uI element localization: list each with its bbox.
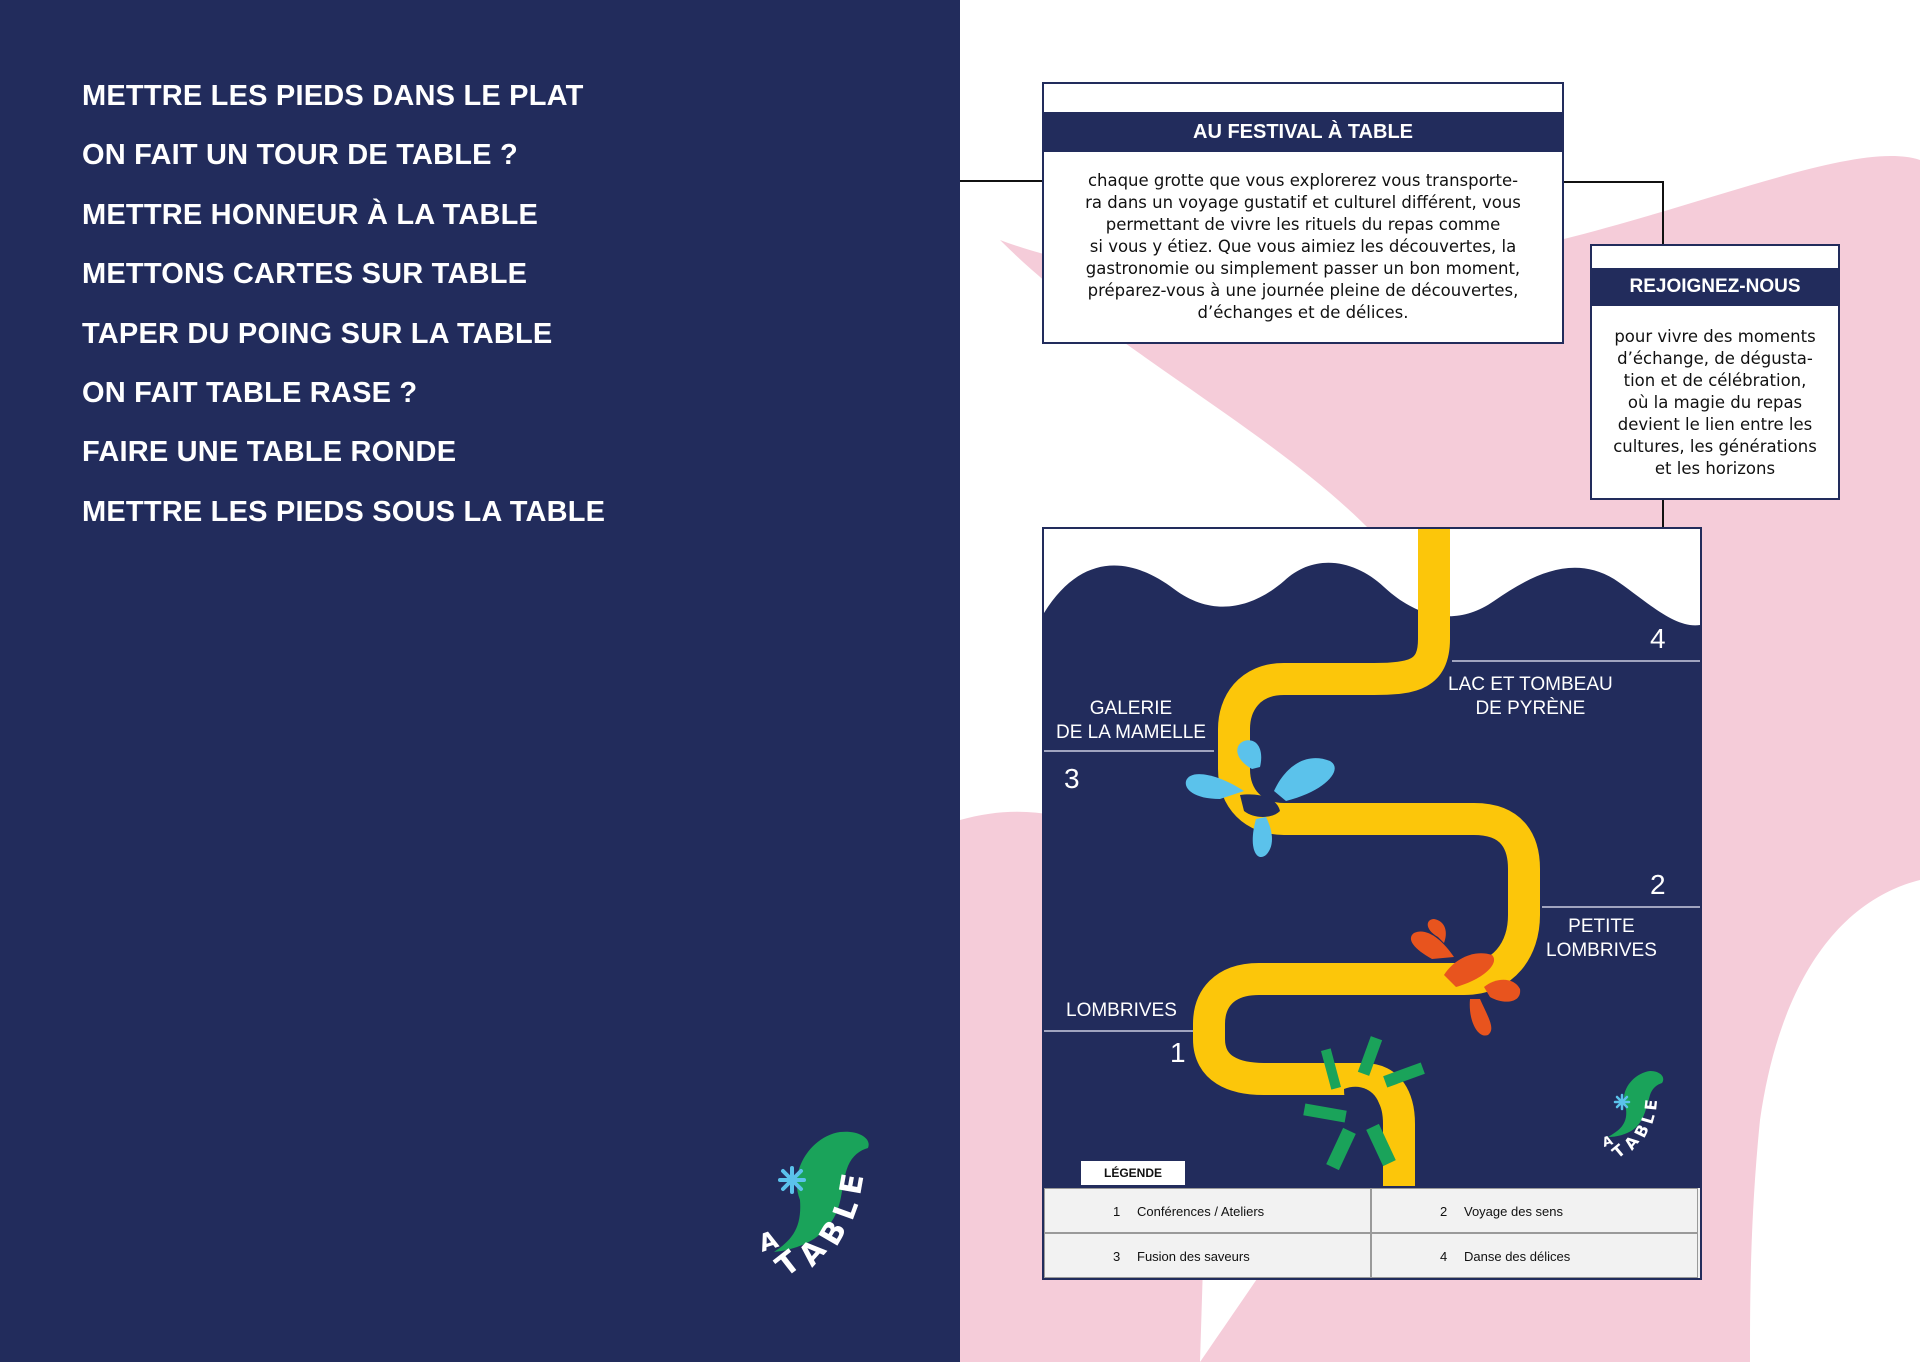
festival-text-line: ra dans un voyage gustatif et culturel d… [1085, 193, 1521, 212]
cave-number-2: 2 [1650, 869, 1666, 900]
cave-map: A T A B L E 4 LAC ET TOMBEAU DE PYRÈNE G… [1042, 527, 1702, 1280]
expression-item: ON FAIT TABLE RASE ? [82, 376, 418, 409]
conference-flower-icon [1303, 1036, 1425, 1171]
connector-line [1662, 181, 1664, 245]
cave-label-3: GALERIE DE LA MAMELLE [1056, 698, 1206, 743]
expression-item: METTRE LES PIEDS SOUS LA TABLE [82, 495, 606, 528]
cave-number-1: 1 [1170, 1037, 1186, 1068]
fusion-flower-icon [1185, 740, 1335, 858]
festival-box-text: chaque grotte que vous explorerez vous t… [1044, 170, 1562, 324]
legend-table: 1 Conférences / Ateliers 2 Voyage des se… [1044, 1188, 1700, 1278]
join-text-line: où la magie du repas [1627, 393, 1803, 412]
cave-label-2: PETITE LOMBRIVES [1546, 916, 1657, 961]
join-text-line: et les horizons [1654, 459, 1776, 478]
cave-number-3: 3 [1064, 763, 1080, 794]
legend-item: 2 Voyage des sens [1371, 1188, 1698, 1233]
join-box-title: REJOIGNEZ-NOUS [1592, 268, 1838, 306]
a-table-logo-icon: A T A B L E [755, 1131, 871, 1284]
cave-map-illustration: A T A B L E [1044, 529, 1700, 1278]
expression-item: METTONS CARTES SUR TABLE [82, 258, 528, 291]
join-text-line: devient le lien entre les [1617, 415, 1813, 434]
join-text-line: pour vivre des moments [1614, 327, 1816, 346]
festival-text-line: permettant de vivre les rituels du repas… [1105, 215, 1501, 234]
legend-item: 4 Danse des délices [1371, 1233, 1698, 1278]
svg-text:L: L [1638, 1111, 1659, 1126]
cave-number-4: 4 [1650, 623, 1666, 654]
join-us-box: REJOIGNEZ-NOUS pour vivre des moments d’… [1590, 244, 1840, 500]
join-text-line: d’échange, de dégusta- [1617, 349, 1813, 368]
legend-item: 3 Fusion des saveurs [1044, 1233, 1371, 1278]
connector-line [1662, 498, 1664, 529]
cave-label-1: LOMBRIVES [1066, 1000, 1177, 1021]
join-text-line: cultures, les générations [1613, 437, 1817, 456]
festival-info-box: AU FESTIVAL À TABLE chaque grotte que vo… [1042, 82, 1564, 344]
expression-item: METTRE LES PIEDS DANS LE PLAT [82, 80, 584, 112]
expressions-list: METTRE LES PIEDS DANS LE PLAT ON FAIT UN… [82, 76, 605, 551]
connector-line [1562, 181, 1664, 183]
svg-text:E: E [1641, 1099, 1661, 1112]
cave-label-4: LAC ET TOMBEAU DE PYRÈNE [1448, 674, 1613, 719]
senses-flower-icon [1410, 919, 1521, 1036]
festival-text-line: chaque grotte que vous explorerez vous t… [1087, 171, 1519, 190]
expression-item: TAPER DU POING SUR LA TABLE [82, 317, 553, 350]
left-panel: METTRE LES PIEDS DANS LE PLAT ON FAIT UN… [0, 0, 960, 1362]
svg-text:A: A [1601, 1133, 1615, 1150]
expression-item: FAIRE UNE TABLE RONDE [82, 436, 457, 469]
join-text-line: tion et de célébration, [1623, 371, 1807, 390]
expression-item: METTRE HONNEUR À LA TABLE [82, 198, 539, 231]
legend-title: LÉGENDE [1081, 1161, 1185, 1185]
festival-text-line: d’échanges et de délices. [1197, 303, 1409, 322]
festival-text-line: gastronomie ou simplement passer un bon … [1085, 259, 1521, 278]
festival-text-line: préparez-vous à une journée pleine de dé… [1087, 281, 1519, 300]
connector-line [960, 180, 1044, 182]
festival-box-title: AU FESTIVAL À TABLE [1044, 112, 1562, 152]
join-box-text: pour vivre des moments d’échange, de dég… [1592, 326, 1838, 480]
expression-item: ON FAIT UN TOUR DE TABLE ? [82, 139, 518, 172]
festival-text-line: si vous y étiez. Que vous aimiez les déc… [1089, 237, 1517, 256]
legend-item: 1 Conférences / Ateliers [1044, 1188, 1371, 1233]
